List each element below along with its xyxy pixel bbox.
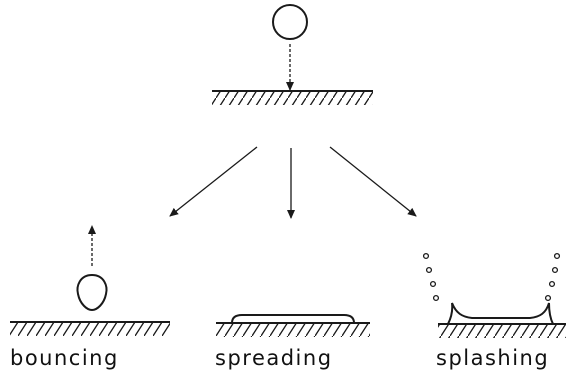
- splash-droplet: [425, 266, 433, 274]
- spreading-surface-hatch: [216, 324, 370, 337]
- splash-droplet: [548, 280, 556, 288]
- bouncing-droplet: [76, 273, 108, 312]
- falling-droplet: [272, 4, 308, 40]
- splashing-surface-hatch: [438, 325, 566, 338]
- splash-droplet: [432, 294, 440, 302]
- label-splashing: splashing: [436, 346, 550, 370]
- spreading-outcome: [216, 314, 370, 337]
- splash-droplet: [553, 252, 561, 260]
- splash-droplet: [551, 266, 559, 274]
- splash-crown: [446, 302, 555, 325]
- bouncing-surface-hatch: [10, 323, 170, 336]
- bouncing-outcome: [10, 225, 170, 336]
- spread-film: [231, 314, 355, 324]
- splashing-outcome: [422, 252, 566, 338]
- branch-arrows: [169, 146, 417, 219]
- top-impact-group: [212, 4, 373, 105]
- top-surface-hatch: [212, 92, 373, 105]
- label-spreading: spreading: [215, 346, 333, 370]
- arrow-to-bouncing: [169, 146, 258, 217]
- label-bouncing: bouncing: [10, 346, 119, 370]
- arrow-to-splashing: [329, 146, 417, 217]
- splash-droplet: [422, 252, 430, 260]
- splash-droplet: [544, 294, 552, 302]
- splash-droplet: [429, 280, 437, 288]
